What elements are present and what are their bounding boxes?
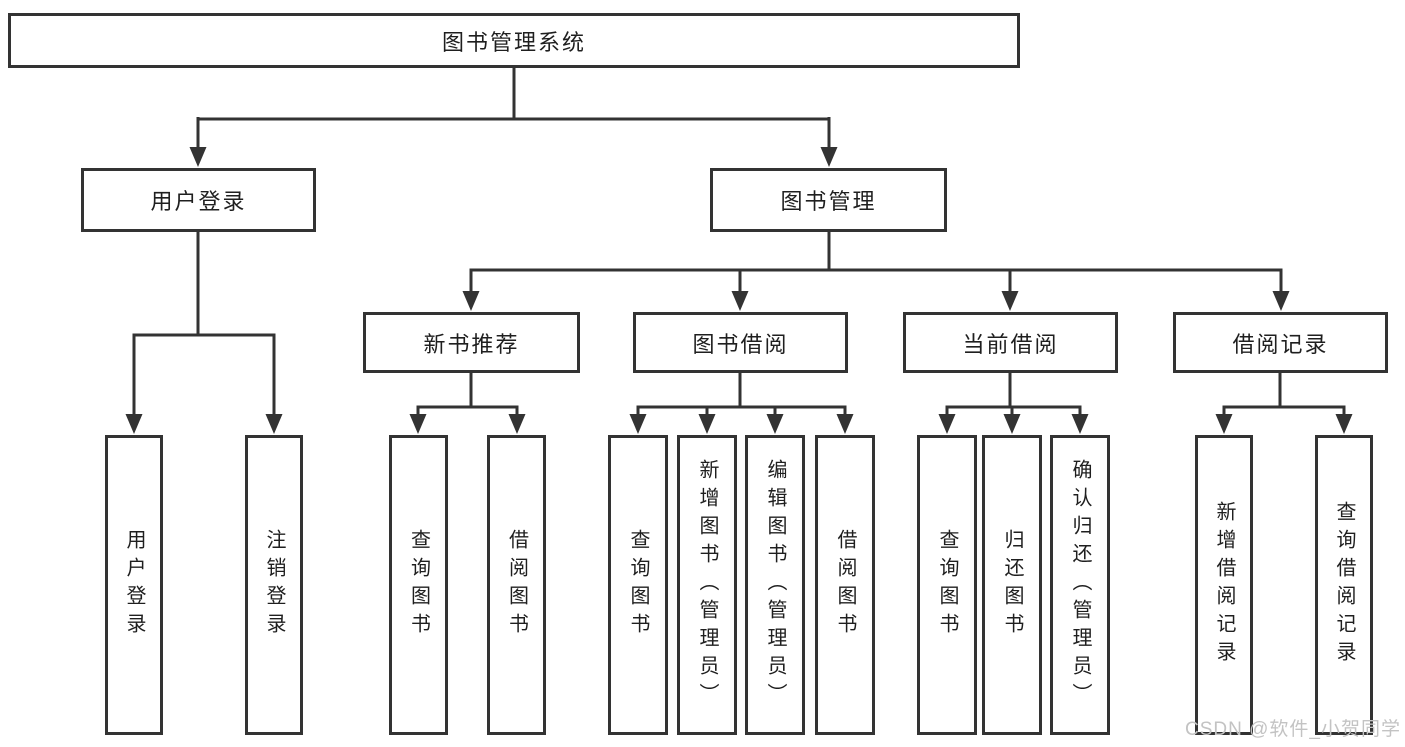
node-book-borrowing: 图书借阅 bbox=[633, 312, 848, 373]
leaf-logout: 注销登录 bbox=[245, 435, 303, 735]
node-book-management: 图书管理 bbox=[710, 168, 947, 232]
node-borrowing-records: 借阅记录 bbox=[1173, 312, 1388, 373]
node-root: 图书管理系统 bbox=[8, 13, 1020, 68]
leaf-edit-book-admin: 编辑图书（管理员） bbox=[745, 435, 805, 735]
connector-current-borrowing-to-leaves bbox=[945, 373, 1082, 416]
connector-root-to-level2 bbox=[196, 66, 831, 149]
node-user-login: 用户登录 bbox=[81, 168, 316, 232]
node-new-book-recommend: 新书推荐 bbox=[363, 312, 580, 373]
leaf-add-book-admin: 新增图书（管理员） bbox=[677, 435, 737, 735]
leaf-add-borrow-record: 新增借阅记录 bbox=[1195, 435, 1253, 735]
connector-new-book-recommend-to-leaves bbox=[416, 373, 519, 416]
leaf-query-books-recommend: 查询图书 bbox=[389, 435, 448, 735]
leaf-query-books-borrowing: 查询图书 bbox=[608, 435, 668, 735]
connector-borrowing-records-to-leaves bbox=[1222, 373, 1346, 416]
connector-book-management-to-level3 bbox=[469, 232, 1283, 293]
leaf-return-book: 归还图书 bbox=[982, 435, 1042, 735]
leaf-query-books-current: 查询图书 bbox=[917, 435, 977, 735]
leaf-borrow-books-recommend: 借阅图书 bbox=[487, 435, 546, 735]
node-current-borrowing: 当前借阅 bbox=[903, 312, 1118, 373]
leaf-borrow-books-borrowing: 借阅图书 bbox=[815, 435, 875, 735]
connector-book-borrowing-to-leaves bbox=[636, 373, 847, 416]
csdn-watermark: CSDN @软件_小贺同学 bbox=[1185, 719, 1401, 740]
connector-user-login-to-leaves bbox=[132, 232, 276, 416]
leaf-confirm-return-admin: 确认归还（管理员） bbox=[1050, 435, 1110, 735]
leaf-query-borrow-record: 查询借阅记录 bbox=[1315, 435, 1373, 735]
leaf-user-login: 用户登录 bbox=[105, 435, 163, 735]
